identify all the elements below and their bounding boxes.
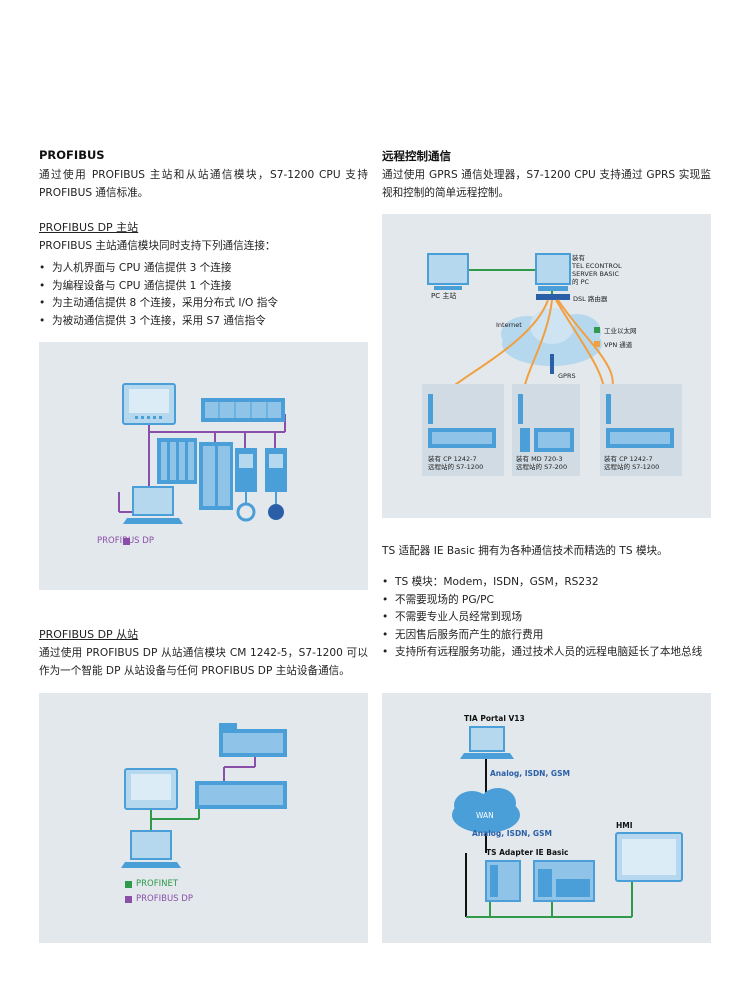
profibus-dp-master-diagram: [118, 383, 287, 545]
laptop-icon: [121, 830, 181, 868]
wan-label: WAN: [476, 811, 494, 820]
dsl-router-label: DSL 路由器: [573, 295, 608, 303]
hmi-panel-icon: [122, 383, 176, 425]
station-label-line: 装有 CP 1242-7: [428, 455, 477, 463]
remote-station-icon: [512, 384, 580, 476]
legend-profinet: PROFINET: [136, 879, 179, 889]
dp-master-bullet-list: 为人机界面与 CPU 通信提供 3 个连接 为编程设备与 CPU 通信提供 1 …: [39, 260, 368, 330]
list-item: 支持所有远程服务功能，通过技术人员的远程电脑延长了本地总线: [382, 644, 711, 662]
legend-industrial-ethernet: 工业以太网: [604, 327, 637, 335]
station-label: 装有 MD 720-3 远程站的 S7-200: [516, 455, 567, 471]
legend-profibus-dp: PROFIBUS DP: [136, 894, 193, 904]
remote-heading: 远程控制通信: [382, 149, 451, 163]
list-item: 不需要现场的 PG/PC: [382, 592, 711, 610]
list-item: 不需要专业人员经常到现场: [382, 609, 711, 627]
list-item: TS 模块：Modem，ISDN，GSM，RS232: [382, 574, 711, 592]
list-item: 为人机界面与 CPU 通信提供 3 个连接: [39, 260, 368, 278]
plc-rack-icon: [219, 723, 287, 757]
hmi-panel-icon: [124, 768, 178, 810]
station-label: 装有 CP 1242-7 远程站的 S7-1200: [428, 455, 483, 471]
remote-control-figure: PC 主站 装有 TEL ECONTROL SERVER BASIC 的 PC …: [382, 214, 711, 518]
ts-adapter-icon: [485, 860, 521, 902]
remote-paragraph: 通过使用 GPRS 通信处理器，S7-1200 CPU 支持通过 GPRS 实现…: [382, 169, 711, 199]
gprs-label: GPRS: [558, 372, 576, 380]
station-label-line: 远程站的 S7-1200: [604, 463, 660, 471]
remote-station-icon: [422, 384, 504, 476]
motor-drive-icon: [235, 448, 257, 522]
list-item: 为主动通信提供 8 个连接，采用分布式 I/O 指令: [39, 295, 368, 313]
server-label-line: 装有: [572, 254, 585, 262]
server-pc-icon: [535, 253, 571, 291]
distributed-io-icon: [157, 438, 197, 484]
legend-vpn-tunnel: VPN 通道: [604, 341, 633, 349]
laptop-icon: [460, 726, 514, 759]
hmi-panel-icon: [615, 832, 683, 882]
dp-slave-heading: PROFIBUS DP 从站: [39, 628, 139, 641]
dp-master-heading: PROFIBUS DP 主站: [39, 221, 139, 234]
station-label-line: 远程站的 S7-200: [516, 463, 568, 471]
hmi-label: HMI: [616, 821, 633, 830]
analog-isdn-gsm-label: Analog, ISDN, GSM: [472, 829, 552, 838]
profibus-dp-slave-diagram: [121, 723, 287, 903]
pc-station-icon: [427, 253, 469, 290]
internet-label: Internet: [496, 321, 522, 329]
profibus-dp-slave-figure: PROFINET PROFIBUS DP: [39, 693, 368, 943]
station-label-line: 装有 MD 720-3: [516, 455, 563, 463]
legend-profibus-dp: PROFIBUS DP: [97, 536, 154, 546]
profibus-dp-master-figure: PROFIBUS DP: [39, 342, 368, 590]
analog-isdn-gsm-label: Analog, ISDN, GSM: [490, 769, 570, 778]
list-item: 为编程设备与 CPU 通信提供 1 个连接: [39, 278, 368, 296]
list-item: 无因售后服务而产生的旅行费用: [382, 627, 711, 645]
dsl-router-icon: [536, 294, 570, 300]
tia-portal-label: TIA Portal V13: [464, 714, 525, 723]
profibus-heading: PROFIBUS: [39, 148, 105, 162]
server-label: 装有 TEL ECONTROL SERVER BASIC 的 PC: [572, 254, 622, 286]
station-label: 装有 CP 1242-7 远程站的 S7-1200: [604, 455, 659, 471]
ts-bullet-list: TS 模块：Modem，ISDN，GSM，RS232 不需要现场的 PG/PC …: [382, 574, 711, 662]
server-label-line: SERVER BASIC: [572, 270, 620, 278]
ts-adapter-paragraph: TS 适配器 IE Basic 拥有为各种通信技术而精选的 TS 模块。: [382, 545, 668, 557]
motor-drive-icon: [265, 448, 287, 520]
plc-rack-icon: [195, 781, 287, 809]
ts-adapter-figure: TIA Portal V13 Analog, ISDN, GSM WAN Ana…: [382, 693, 711, 943]
drive-module-icon: [199, 442, 233, 510]
profibus-paragraph: 通过使用 PROFIBUS 主站和从站通信模块，S7-1200 CPU 支持 P…: [39, 169, 368, 199]
station-label-line: 装有 CP 1242-7: [604, 455, 653, 463]
plc-rack-icon: [201, 398, 285, 422]
server-label-line: TEL ECONTROL: [572, 262, 622, 270]
remote-control-diagram: [422, 253, 682, 476]
plc-rack-icon: [533, 860, 595, 902]
ts-adapter-diagram: [452, 726, 683, 918]
dp-master-intro: PROFIBUS 主站通信模块同时支持下列通信连接：: [39, 240, 276, 252]
ts-adapter-label: TS Adapter IE Basic: [486, 848, 569, 857]
server-label-line: 的 PC: [572, 278, 590, 286]
remote-station-icon: [600, 384, 682, 476]
gprs-antenna-icon: [550, 354, 554, 374]
list-item: 为被动通信提供 3 个连接，采用 S7 通信指令: [39, 313, 368, 331]
pc-station-label: PC 主站: [431, 292, 457, 300]
laptop-icon: [123, 486, 183, 524]
dp-slave-paragraph: 通过使用 PROFIBUS DP 从站通信模块 CM 1242-5，S7-120…: [39, 647, 368, 677]
wan-cloud-icon: [452, 788, 520, 833]
station-label-line: 远程站的 S7-1200: [428, 463, 484, 471]
